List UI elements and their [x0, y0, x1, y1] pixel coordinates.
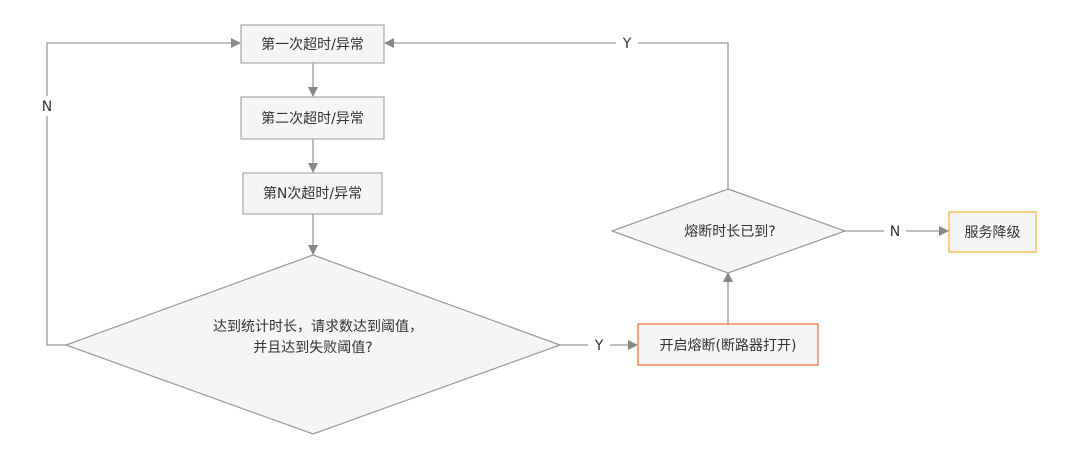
edge-threshold-no-loop: [46, 116, 66, 346]
edge-label-duration-no: N: [890, 224, 900, 240]
node-open-breaker-label: 开启熔断(断路器打开): [660, 337, 797, 354]
node-duration-check[interactable]: 熔断时长已到?: [610, 188, 847, 274]
node-duration-check-label: 熔断时长已到?: [684, 224, 775, 240]
node-nth-timeout[interactable]: 第N次超时/异常: [242, 172, 383, 215]
node-second-timeout[interactable]: 第二次超时/异常: [240, 96, 385, 140]
node-service-degrade[interactable]: 服务降级: [948, 211, 1037, 253]
edge-threshold-no-loop-top: [46, 38, 241, 96]
node-second-timeout-label: 第二次超时/异常: [261, 110, 364, 127]
node-threshold-check[interactable]: 达到统计时长，请求数达到阈值， 并且达到失败阈值?: [64, 254, 562, 435]
edge-label-duration-yes: Y: [622, 36, 632, 52]
node-service-degrade-label: 服务降级: [965, 225, 1021, 241]
edge-duration-yes-a: [638, 42, 729, 189]
node-open-breaker[interactable]: 开启熔断(断路器打开): [637, 323, 819, 366]
edges: [46, 38, 949, 350]
edge-label-threshold-yes: Y: [594, 338, 604, 354]
node-threshold-check-line2: 并且达到失败阈值?: [253, 340, 372, 356]
node-first-timeout-label: 第一次超时/异常: [261, 36, 364, 53]
node-nth-timeout-label: 第N次超时/异常: [263, 185, 362, 202]
node-first-timeout[interactable]: 第一次超时/异常: [240, 24, 385, 64]
edge-label-threshold-no: N: [42, 99, 52, 115]
node-threshold-check-line1: 达到统计时长，请求数达到阈值，: [213, 319, 423, 335]
